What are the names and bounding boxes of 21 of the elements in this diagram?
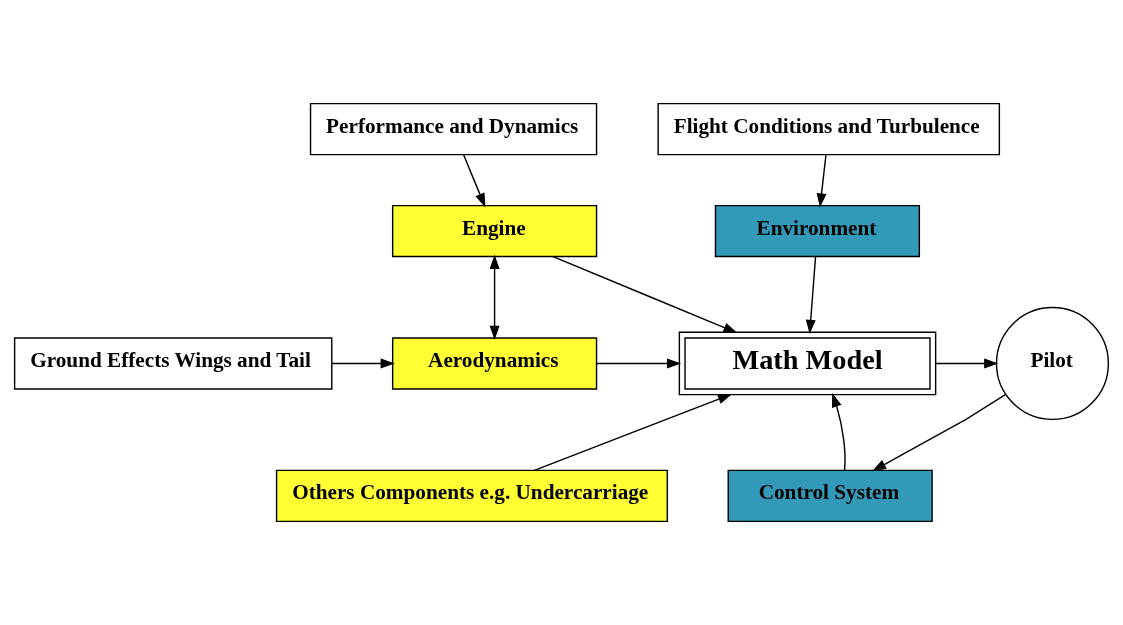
node-box: Math Model	[678, 331, 937, 396]
arrow	[596, 358, 682, 369]
node-box: Flight Conditions and Turbulence	[657, 102, 1001, 156]
node-box: Others Components e.g. Undercarriage	[275, 469, 669, 523]
arrow	[552, 256, 738, 334]
node-box: Environment	[714, 204, 921, 258]
arrow	[935, 358, 999, 369]
node-box: Performance and Dynamics	[309, 102, 598, 156]
node-circle: Pilot	[995, 306, 1110, 421]
arrow	[832, 392, 846, 471]
node-box: Engine	[391, 204, 598, 258]
arrow	[872, 393, 1007, 472]
arrow	[489, 254, 500, 340]
arrow	[816, 154, 827, 208]
arrow	[463, 154, 486, 208]
arrow	[533, 394, 733, 472]
node-box: Control System	[727, 469, 933, 523]
arrow	[331, 358, 395, 369]
node-box: Aerodynamics	[391, 337, 598, 390]
arrow	[805, 256, 817, 334]
node-box: Ground Effects Wings and Tail	[13, 337, 333, 390]
